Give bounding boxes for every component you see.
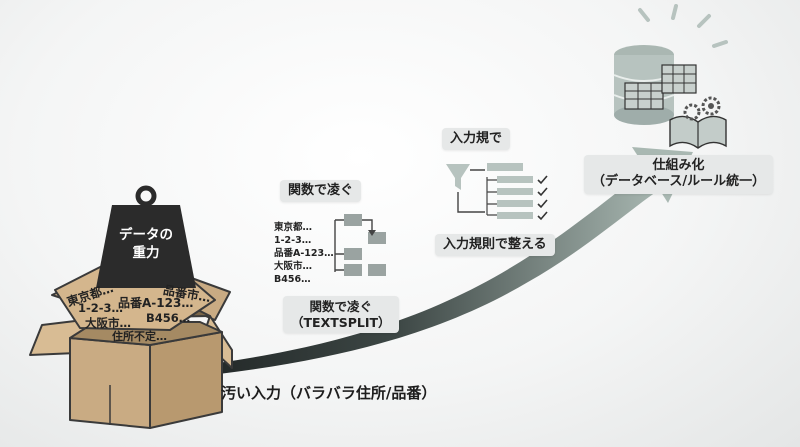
data-gravity-label: データの 重力 [119,227,173,261]
step2-caption: 入力規則で整える [435,234,555,257]
box-text-b456: B456… [146,311,191,325]
step1-caption: 関数で凌ぐ （TEXTSPLIT） [283,296,399,334]
split-tree-icon [334,214,386,276]
database-system-icon [613,4,728,149]
box-text-part-number: 品番A-123… [118,296,194,310]
box-text-undefined-address: 住所不定… [112,330,167,343]
step3-caption: 仕組み化 （データベース/ルール統一） [584,155,774,194]
weight-icon [96,185,196,288]
messy-input-label: 汚い入力（バラバラ住所/品番） [221,384,437,402]
cardboard-box [29,261,233,429]
box-text-osaka: 大阪市… [85,316,131,330]
funnel-checklist-icon [446,163,548,221]
step1-title: 関数で凌ぐ [280,180,362,203]
list-item: 1-2-3… [274,235,312,246]
list-item: 品番A-123… [274,248,334,259]
list-item: 東京都… [274,222,313,233]
list-item: 大阪市… [274,261,313,272]
step1-input-list: 東京都… 1-2-3… 品番A-123… 大阪市… B456… [274,221,334,286]
step2-title: 入力規で [442,128,511,151]
box-text-address-number: 1-2-3… [78,301,124,315]
list-item: B456… [274,274,311,285]
